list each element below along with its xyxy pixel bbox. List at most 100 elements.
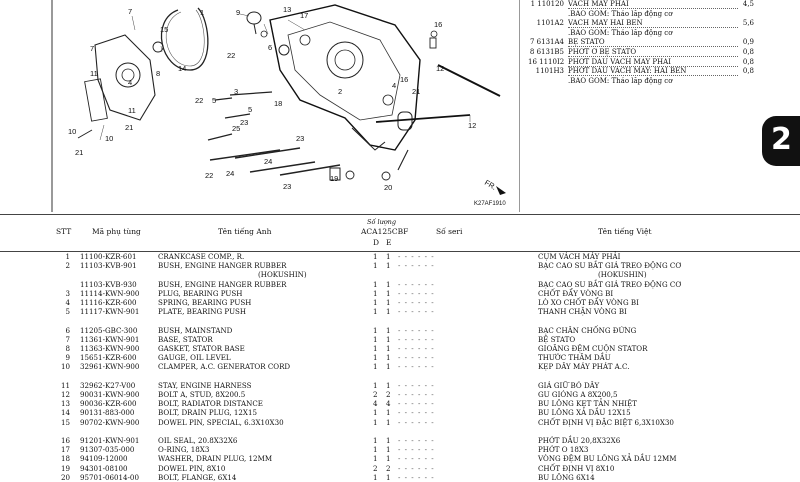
cell-part-code[interactable]: 94301-08100 (80, 463, 128, 473)
cell-qty-e: 1 (386, 344, 391, 353)
cell-english-name: BUSH, MAINSTAND (158, 325, 233, 335)
cell-part-code[interactable]: 94109-12000 (80, 454, 128, 464)
cell-part-code[interactable]: 90702-KWN-900 (80, 417, 140, 427)
callout-number: 12 (468, 121, 476, 130)
cell-vietnamese-name: BU LÔNG XẢ DẦU 12X15 (538, 408, 631, 418)
note-hours: 0,9 (742, 38, 754, 47)
note-description: PHỚT DẦU VÁCH MÁY: HAI BÊN (568, 67, 738, 77)
cell-serial-placeholder: - - - - - - (398, 436, 435, 445)
cell-vietnamese-name: GIÁ GIỮ BÓ DÂY (538, 380, 600, 390)
cell-part-code[interactable]: 11205-GBC-300 (80, 325, 138, 335)
cell-part-code[interactable]: 11103-KVB-901 (80, 261, 137, 271)
cell-vietnamese-name: GIOĂNG ĐỆM CUỘN STATOR (538, 344, 648, 353)
cell-qty-e: 1 (386, 325, 391, 335)
cell-qty-d: 1 (373, 344, 378, 353)
cell-vietnamese-name: GU GIÓNG A 8X200,5 (538, 390, 618, 399)
cell-serial-placeholder: - - - - - - (398, 279, 435, 289)
note-description: VÁCH MÁY HAI BÊN (568, 19, 738, 29)
note-description: PHỚT DẦU VÁCH MÁY PHẢI (568, 58, 738, 67)
callout-number: 11 (90, 69, 98, 78)
cell-part-code[interactable]: 95701-06014-00 (80, 472, 139, 482)
cell-qty-e: 1 (386, 472, 391, 482)
cell-serial-placeholder: - - - - - - (398, 307, 435, 317)
cell-part-code[interactable]: 11117-KWN-901 (80, 307, 140, 317)
cell-english-name: GASKET, STATOR BASE (158, 344, 245, 353)
direction-label: FR. (483, 178, 498, 192)
cell-stt: 8 (65, 344, 70, 353)
cell-qty-e: 1 (386, 252, 391, 261)
cell-qty-d: 1 (373, 252, 378, 261)
cell-vietnamese-name: BẠC CHÂN CHỐNG ĐỨNG (538, 325, 637, 335)
cell-stt: 20 (60, 472, 70, 482)
cell-serial-placeholder: - - - - - - (398, 344, 435, 353)
note-description: BỆ STATO (568, 38, 738, 48)
cell-stt: 12 (60, 390, 70, 399)
cell-serial-placeholder: - - - - - - (398, 261, 435, 271)
figure-code: K27AF1910 (474, 201, 506, 207)
cell-serial-placeholder: - - - - - - (398, 353, 435, 363)
cell-part-code[interactable]: 11361-KWN-901 (80, 334, 140, 344)
note-hours: 0,8 (742, 47, 754, 56)
cell-qty-e: 1 (386, 334, 391, 344)
cell-part-code[interactable]: 91201-KWN-901 (80, 436, 140, 445)
cell-part-code[interactable]: 90031-KWN-900 (80, 390, 140, 399)
col-part-code: Mã phụ tùng (92, 227, 141, 236)
note-code: 16 1110I2 (528, 57, 565, 66)
note-hours: 0,8 (742, 67, 754, 76)
callout-number: 9 (236, 8, 240, 17)
cell-part-code[interactable]: 11114-KWN-900 (80, 288, 140, 298)
cell-serial-placeholder: - - - - - - (398, 399, 435, 409)
cell-qty-e: 1 (386, 417, 391, 427)
parts-table-header: STT Mã phụ tùng Tên tiếng Anh Số lượng A… (0, 214, 800, 252)
cell-part-code[interactable]: 32962-K27-V00 (80, 380, 136, 390)
cell-english-name: PLUG, BEARING PUSH (158, 288, 243, 298)
callout-number: 18 (274, 99, 282, 108)
cell-stt: 19 (60, 463, 70, 473)
note-code: 1 110120 (530, 0, 564, 8)
callout-number: 16 (400, 75, 408, 84)
cell-qty-e: 4 (386, 399, 391, 409)
callout-number: 7 (90, 44, 94, 53)
cell-english-name: BOLT, RADIATOR DISTANCE (158, 399, 263, 409)
table-row (0, 427, 800, 436)
cell-qty-d: 1 (373, 380, 378, 390)
callout-number: 7 (128, 7, 132, 16)
table-row (0, 316, 800, 325)
cell-part-code[interactable]: 11363-KWN-900 (80, 344, 140, 353)
callout-number: 25 (232, 124, 240, 133)
note-description: .BAO GỒM: Tháo lắp động cơ (568, 28, 673, 37)
note-code: 7 6131A4 (529, 38, 564, 47)
labor-note-row: 7 6131A4 BỆ STATO 0,9 (528, 38, 760, 48)
cell-part-code[interactable]: 11100-KZR-601 (80, 252, 137, 261)
cell-vietnamese-name: PHỚT DẦU 20,8X32X6 (538, 436, 621, 445)
cell-part-code[interactable]: 90131-883-000 (80, 408, 135, 418)
cell-serial-placeholder: - - - - - - (398, 454, 435, 464)
cell-vietnamese-name: BẠC CAO SU BẮT GIÁ TREO ĐỘNG CƠ (538, 279, 682, 289)
cell-stt: 1 (65, 252, 70, 261)
cell-vietnamese-name: CHỐT ĐẨY VÒNG BI (538, 288, 614, 298)
cell-part-code[interactable]: 11103-KVB-930 (80, 279, 137, 289)
cell-qty-d: 1 (373, 325, 378, 335)
callout-number: 24 (264, 157, 272, 166)
cell-part-code[interactable]: 32961-KWN-900 (80, 362, 140, 372)
cell-part-code[interactable]: 90036-KZR-600 (80, 399, 137, 409)
cell-english-name: STAY, ENGINE HARNESS (158, 380, 252, 390)
col-english: Tên tiếng Anh (218, 227, 272, 236)
note-hours: 5,6 (742, 19, 754, 28)
callout-number: 8 (156, 69, 160, 78)
cell-part-code[interactable]: 15651-KZR-600 (80, 353, 137, 363)
cell-part-code[interactable]: 11116-KZR-600 (80, 298, 137, 307)
table-row: (HOKUSHIN)(HOKUSHIN) (0, 270, 800, 279)
